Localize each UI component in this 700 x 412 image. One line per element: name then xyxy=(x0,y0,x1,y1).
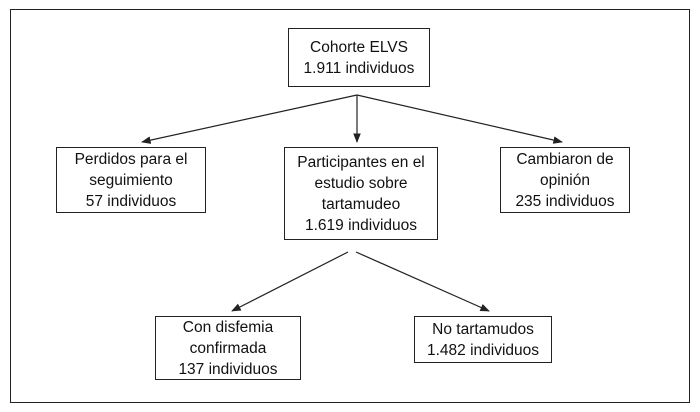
box-cohort-elvs-title: Cohorte ELVS xyxy=(310,38,408,56)
box-confirmed-line2: confirmada xyxy=(189,339,267,357)
arrow-participants-to-confirmed xyxy=(231,251,349,312)
box-non-stutterers: No tartamudos 1.482 individuos xyxy=(414,316,552,363)
box-lost-line1: Perdidos para el xyxy=(74,150,188,168)
box-participants-line3: tartamudeo xyxy=(321,195,401,213)
box-study-participants: Participantes en el estudio sobre tartam… xyxy=(284,147,438,240)
box-participants-count: 1.619 individuos xyxy=(304,216,418,234)
box-cohort-elvs: Cohorte ELVS 1.911 individuos xyxy=(288,28,430,87)
box-changed-opinion: Cambiaron de opinión 235 individuos xyxy=(500,147,630,213)
box-lost-count: 57 individuos xyxy=(85,192,177,210)
box-changed-count: 235 individuos xyxy=(515,192,615,210)
box-non-stutterers-title: No tartamudos xyxy=(432,320,534,338)
box-changed-line1: Cambiaron de xyxy=(516,150,614,168)
diagram-frame xyxy=(10,9,690,403)
box-cohort-elvs-count: 1.911 individuos xyxy=(303,59,415,77)
box-confirmed-stuttering: Con disfemia confirmada 137 individuos xyxy=(155,316,301,380)
box-non-stutterers-count: 1.482 individuos xyxy=(426,341,540,359)
arrow-root-to-lost xyxy=(141,94,358,144)
box-lost-line2: seguimiento xyxy=(89,171,173,189)
arrow-participants-to-no-stutter xyxy=(355,251,490,312)
box-participants-line2: estudio sobre xyxy=(314,174,408,192)
box-lost-to-follow-up: Perdidos para el seguimiento 57 individu… xyxy=(56,147,206,213)
box-participants-line1: Participantes en el xyxy=(297,153,425,171)
box-changed-line2: opinión xyxy=(540,171,590,189)
box-confirmed-line1: Con disfemia xyxy=(182,318,274,336)
box-confirmed-count: 137 individuos xyxy=(178,360,278,378)
arrow-root-to-changed xyxy=(356,94,563,144)
